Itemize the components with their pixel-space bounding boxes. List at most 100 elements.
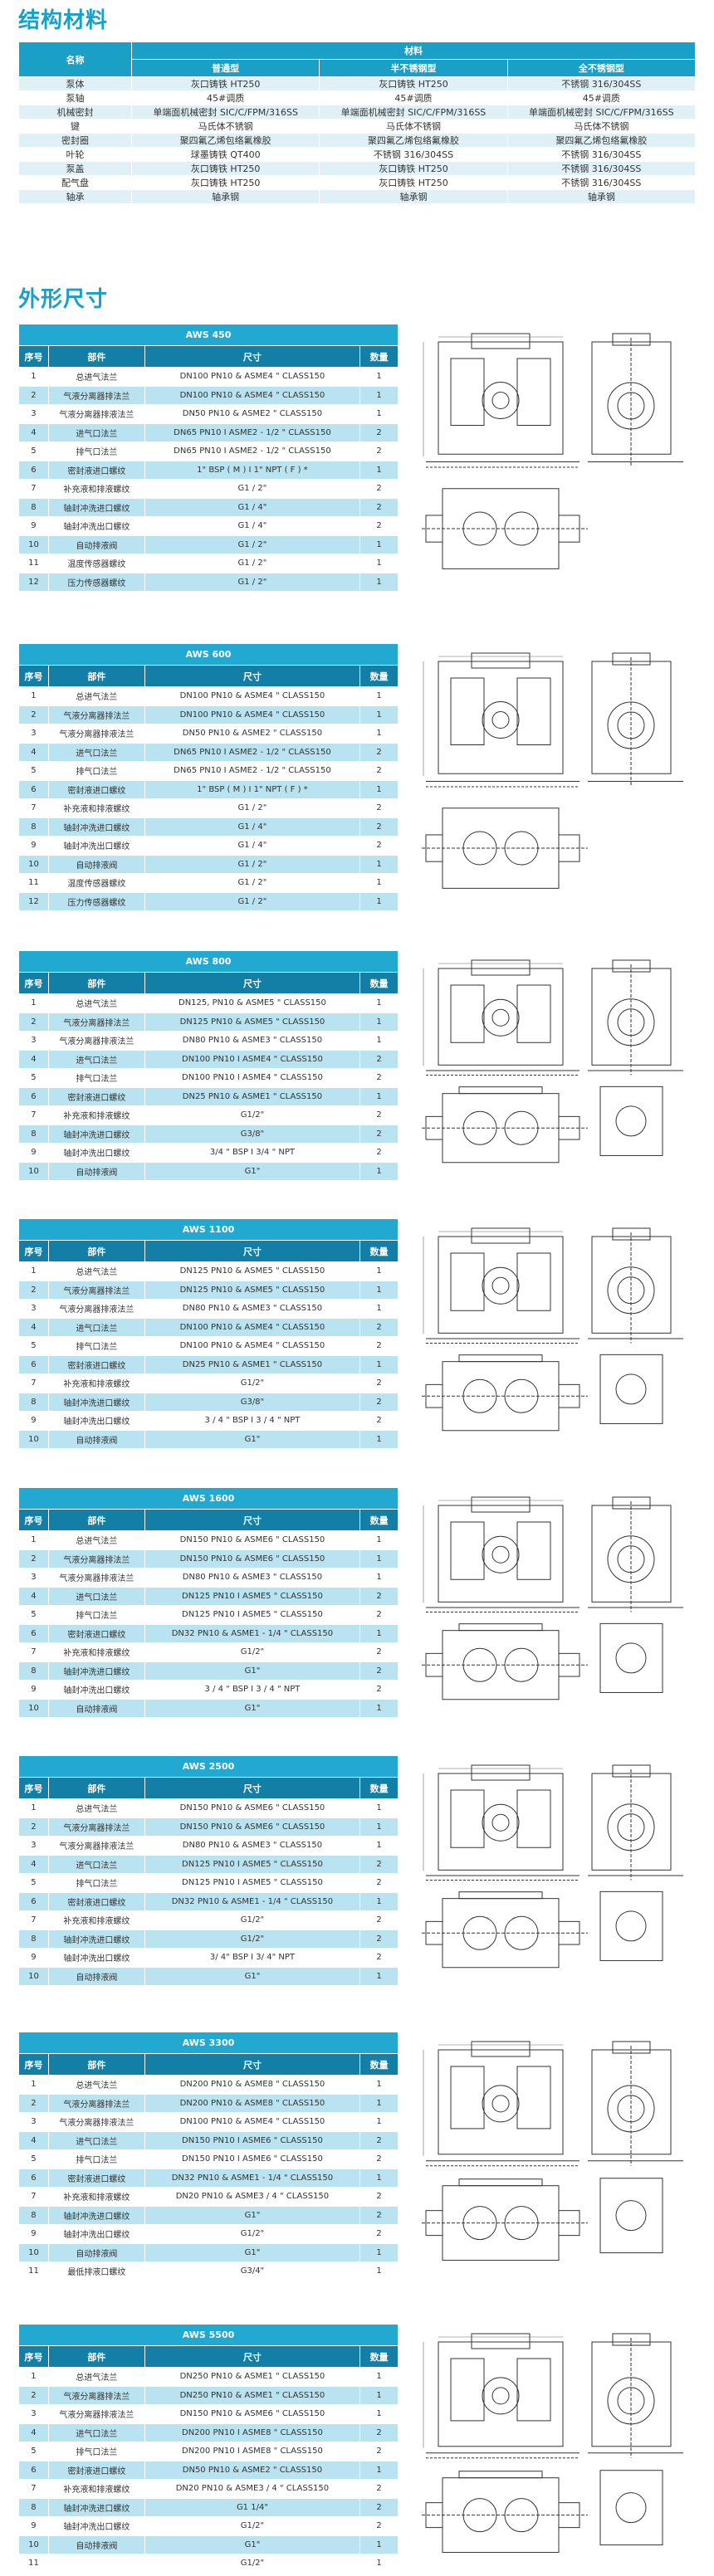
- spec-cell-part: 总进气法兰: [47, 993, 145, 1013]
- spec-cell-qty: 2: [359, 1661, 399, 1681]
- spec-cell-qty: 1: [359, 2367, 399, 2387]
- spec-cell-size: DN100 PN10 I ASME4 " CLASS150: [144, 1049, 361, 1069]
- spec-cell-part: 密封液进口螺纹: [47, 779, 145, 799]
- spec-header-size: 尺寸: [144, 2053, 361, 2076]
- spec-cell-num: 9: [18, 516, 49, 536]
- spec-header-row: 序号部件尺寸数量: [18, 2345, 399, 2368]
- spec-cell-size: G1 / 4": [144, 516, 361, 536]
- drawing-front-body: [438, 341, 564, 455]
- spec-cell-part: 进气口法兰: [47, 1854, 145, 1874]
- materials-cell: 灰口铸铁 HT250: [319, 161, 508, 176]
- spec-cell-num: 3: [18, 1568, 49, 1588]
- spec-cell-qty: 1: [359, 367, 399, 387]
- spec-cell-num: 10: [18, 2242, 49, 2262]
- spec-cell-part: 总进气法兰: [47, 1530, 145, 1550]
- spec-cell-size: G1 / 2": [144, 873, 361, 893]
- technical-drawing-svg: [422, 333, 683, 569]
- spec-cell-part: 补充液和排液螺纹: [47, 479, 145, 499]
- materials-cell: 不锈钢 316/304SS: [506, 76, 697, 91]
- spec-header-part: 部件: [47, 2053, 145, 2076]
- spec-cell-size: DN125 PN10 I ASME5 " CLASS150: [144, 1873, 361, 1893]
- spec-cell-num: 5: [18, 1068, 49, 1088]
- spec-cell-size: G1/2": [144, 2554, 361, 2574]
- spec-cell-num: 11: [18, 873, 49, 893]
- spec-cell-part: 密封液进口螺纹: [47, 2460, 145, 2480]
- spec-cell-qty: 1: [359, 1568, 399, 1588]
- spec-cell-num: 8: [18, 2497, 49, 2517]
- spec-cell-part: 气液分离器排液法兰: [47, 1568, 145, 1588]
- spec-cell-size: 3/4 " BSP I 3/4 " NPT: [144, 1143, 361, 1163]
- spec-cell-size: DN150 PN10 & ASME6 " CLASS150: [144, 1817, 361, 1837]
- spec-cell-num: 1: [18, 2367, 49, 2387]
- spec-cell-part: 轴封冲洗出口螺纹: [47, 1143, 145, 1163]
- spec-cell-num: 1: [18, 2075, 49, 2095]
- materials-cell: 轴承钢: [319, 189, 508, 204]
- spec-cell-part: 密封液进口螺纹: [47, 1623, 145, 1643]
- spec-header-part: 部件: [47, 2345, 145, 2368]
- spec-model-row: AWS 5500: [18, 2324, 399, 2346]
- spec-cell-size: DN80 PN10 & ASME3 " CLASS150: [144, 1031, 361, 1051]
- spec-cell-part: 气液分离器排法兰: [47, 1817, 145, 1837]
- spec-cell-num: 11: [18, 2261, 49, 2281]
- spec-cell-num: 3: [18, 2112, 49, 2132]
- spec-header-part: 部件: [47, 345, 145, 368]
- materials-cell: 45#调质: [130, 90, 320, 105]
- materials-row: 键马氏体不锈钢马氏体不锈钢马氏体不锈钢: [18, 119, 697, 134]
- spec-cell-part: 补充液和排液螺纹: [47, 1105, 145, 1125]
- spec-cell-part: 气液分离器排液法兰: [47, 724, 145, 744]
- spec-cell-qty: 2: [359, 2422, 399, 2442]
- spec-cell-size: G1": [144, 2205, 361, 2225]
- spec-cell-size: DN100 PN10 & ASME4 " CLASS150: [144, 686, 361, 706]
- spec-header-size: 尺寸: [144, 1509, 361, 1531]
- spec-cell-num: 6: [18, 2460, 49, 2480]
- spec-cell-size: DN65 PN10 I ASME2 - 1/2 " CLASS150: [144, 742, 361, 762]
- spec-cell-num: 11: [18, 2554, 49, 2574]
- spec-cell-num: 9: [18, 2516, 49, 2536]
- spec-cell-part: 轴封冲洗出口螺纹: [47, 516, 145, 536]
- spec-header-qty: 数量: [359, 2053, 399, 2076]
- spec-cell-part: 密封液进口螺纹: [47, 1891, 145, 1911]
- spec-cell-num: 3: [18, 1299, 49, 1319]
- spec-model-title: AWS 1100: [18, 1218, 399, 1241]
- spec-cell-num: 6: [18, 779, 49, 799]
- spec-cell-part: 气液分离器排法兰: [47, 705, 145, 724]
- spec-cell-qty: 2: [359, 1124, 399, 1144]
- dimensions-section-title: 外形尺寸: [18, 287, 109, 312]
- spec-cell-part: 自动排液阀: [47, 854, 145, 874]
- spec-cell-part: [47, 2554, 145, 2574]
- spec-cell-part: 气液分离器排液法兰: [47, 1299, 145, 1319]
- spec-cell-num: 6: [18, 1086, 49, 1106]
- spec-header-qty: 数量: [359, 2345, 399, 2368]
- spec-cell-num: 2: [18, 1280, 49, 1300]
- spec-cell-size: DN80 PN10 & ASME3 " CLASS150: [144, 1299, 361, 1319]
- spec-cell-qty: 1: [359, 1280, 399, 1300]
- spec-cell-size: G1/2": [144, 2516, 361, 2536]
- spec-cell-part: 压力传感器螺纹: [47, 572, 145, 592]
- spec-cell-qty: 2: [359, 1854, 399, 1874]
- materials-cell-name: 泵轴: [18, 90, 132, 105]
- spec-cell-num: 1: [18, 367, 49, 387]
- spec-cell-size: DN100 PN10 & ASME4 " CLASS150: [144, 385, 361, 405]
- spec-header-part: 部件: [47, 1240, 145, 1262]
- spec-cell-part: 排气口法兰: [47, 1605, 145, 1625]
- spec-cell-size: G1 1/4": [144, 2497, 361, 2517]
